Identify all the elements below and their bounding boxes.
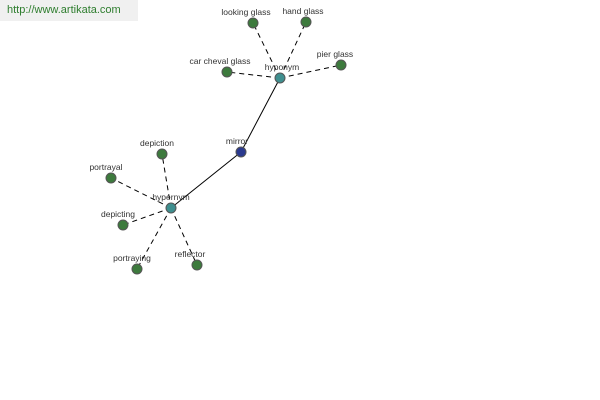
edge-hypernym-reflector [170,207,198,266]
node-looking-glass[interactable] [247,17,259,29]
source-link-bar: http://www.artikata.com [0,0,138,21]
edge-hyponym-pier-glass [279,64,342,79]
label-looking-glass: looking glass [221,7,270,17]
nodes-layer [105,16,347,275]
edge-hypernym-portrayal [110,177,172,209]
node-depicting[interactable] [117,219,129,231]
node-reflector[interactable] [191,259,203,271]
label-pier-glass: pier glass [317,49,353,59]
node-hyponym[interactable] [274,72,286,84]
label-depiction: depiction [140,138,174,148]
label-mirror: mirror [226,136,248,146]
edge-mirror-hyponym [240,77,281,153]
node-car-cheval-glass[interactable] [221,66,233,78]
node-pier-glass[interactable] [335,59,347,71]
label-portraying: portraying [113,253,151,263]
label-portrayal: portrayal [89,162,122,172]
edge-hypernym-portraying [136,207,172,270]
label-hypernym: hypernym [152,192,189,202]
labels-layer: mirror hyponym hypernym looking glass ha… [89,6,353,263]
node-hypernym[interactable] [165,202,177,214]
node-mirror[interactable] [235,146,247,158]
label-car-cheval-glass: car cheval glass [190,56,251,66]
edge-hyponym-hand-glass [279,21,307,79]
node-portrayal[interactable] [105,172,117,184]
node-hand-glass[interactable] [300,16,312,28]
edge-hyponym-looking-glass [252,22,281,79]
edge-hypernym-depiction [161,153,172,209]
label-hand-glass: hand glass [282,6,323,16]
edges-layer [110,21,342,270]
node-depiction[interactable] [156,148,168,160]
label-hyponym: hyponym [265,62,300,72]
label-depicting: depicting [101,209,135,219]
node-portraying[interactable] [131,263,143,275]
edge-mirror-hypernym [170,151,242,209]
edge-hyponym-car-cheval-glass [226,71,281,79]
source-link[interactable]: http://www.artikata.com [7,4,121,16]
label-reflector: reflector [175,249,206,259]
